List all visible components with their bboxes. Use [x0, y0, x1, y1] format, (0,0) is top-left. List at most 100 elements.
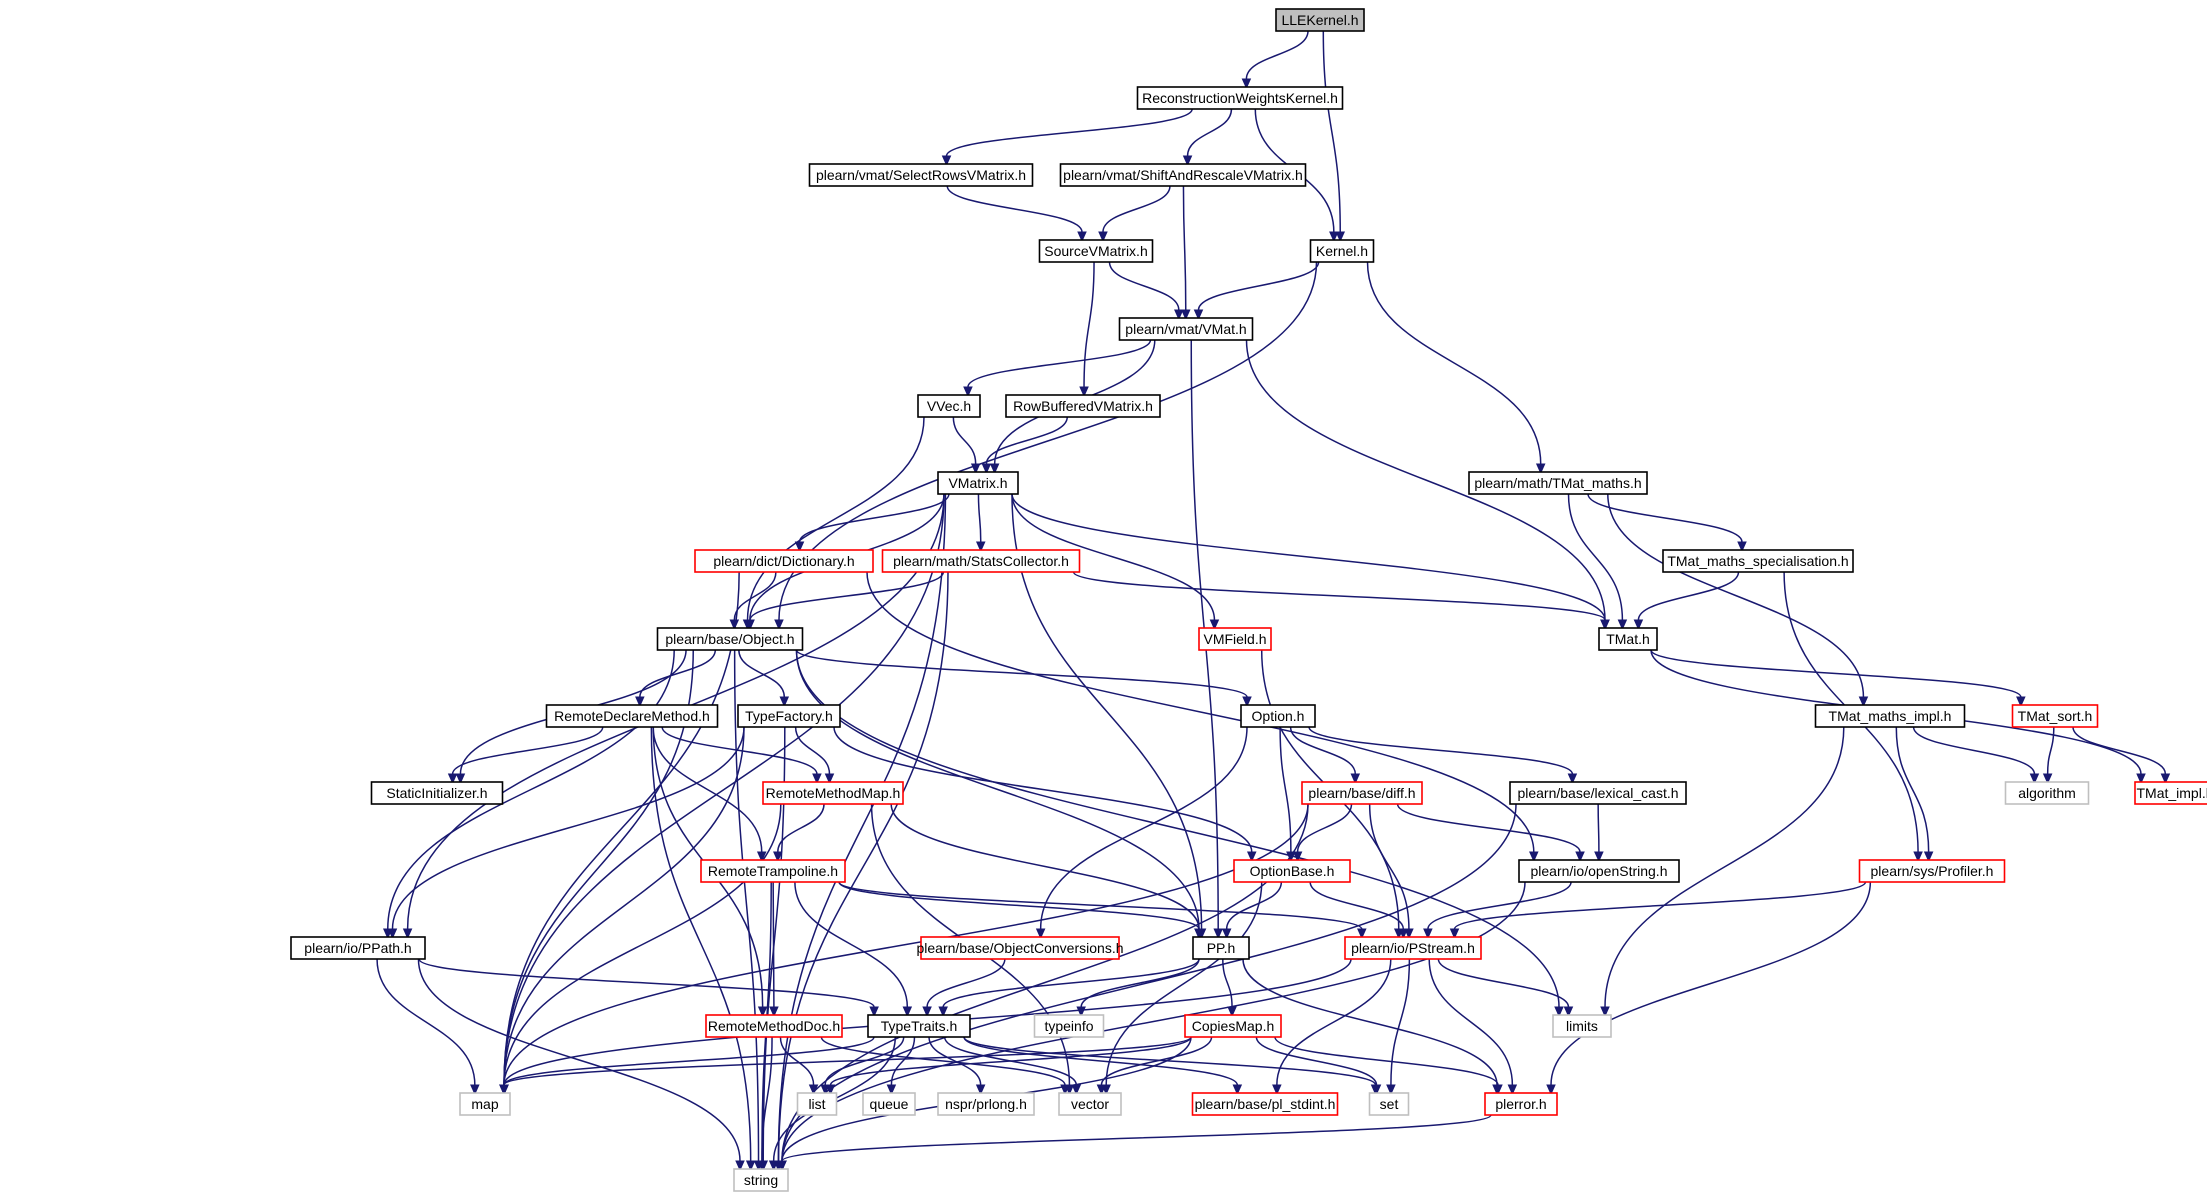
node-box: [1240, 704, 1316, 728]
dependency-edge: [779, 1036, 819, 1096]
node-prlong: nspr/prlong.h: [937, 1092, 1035, 1116]
node-box: [705, 1014, 843, 1038]
node-rtramp[interactable]: RemoteTrampoline.h: [700, 859, 846, 883]
node-string: string: [733, 1168, 789, 1192]
dependency-arrowhead: [1350, 773, 1361, 785]
node-option[interactable]: Option.h: [1240, 704, 1316, 728]
node-rwk[interactable]: ReconstructionWeightsKernel.h: [1136, 86, 1344, 110]
node-optbase[interactable]: OptionBase.h: [1233, 859, 1351, 883]
node-tmaths[interactable]: plearn/math/TMat_maths.h: [1468, 471, 1648, 495]
node-rbvm[interactable]: RowBufferedVMatrix.h: [1005, 394, 1161, 418]
node-pp[interactable]: PP.h: [1192, 936, 1250, 960]
dependency-arrowhead: [1449, 928, 1460, 940]
node-box: [1038, 239, 1154, 263]
dependency-arrowhead: [1079, 386, 1089, 398]
dependency-edge: [838, 881, 1367, 940]
node-label: plearn/math/StatsCollector.h: [893, 553, 1069, 569]
dependency-arrowhead: [1567, 773, 1578, 785]
dependency-edge-line: [387, 649, 675, 930]
node-label: list: [808, 1096, 825, 1112]
node-copies[interactable]: CopiesMap.h: [1184, 1014, 1282, 1038]
node-box: [937, 1092, 1035, 1116]
node-profiler[interactable]: plearn/sys/Profiler.h: [1858, 859, 2006, 883]
dependency-edge: [1274, 1036, 1503, 1096]
node-label: TMat.h: [1606, 631, 1650, 647]
dependency-edge-line: [952, 416, 977, 465]
dependency-edge-line: [1366, 261, 1542, 465]
node-vmatrix[interactable]: VMatrix.h: [937, 471, 1019, 495]
node-kernel[interactable]: Kernel.h: [1309, 239, 1375, 263]
dependency-arrowhead: [757, 1160, 767, 1172]
dependency-edge-line: [928, 1036, 982, 1086]
dependency-edge-line: [1390, 958, 1411, 1086]
dependency-edge: [1308, 726, 1578, 785]
dependency-edge-line: [772, 881, 775, 1008]
node-openstr[interactable]: plearn/io/openString.h: [1518, 859, 1680, 883]
dependency-edge-line: [1242, 958, 1498, 1086]
dependency-arrowhead: [1398, 928, 1409, 940]
node-srvm[interactable]: plearn/vmat/SelectRowsVMatrix.h: [808, 163, 1034, 187]
node-label: plearn/vmat/SelectRowsVMatrix.h: [816, 167, 1026, 183]
node-tmspec[interactable]: TMat_maths_specialisation.h: [1662, 549, 1854, 573]
dependency-edge-line: [963, 1036, 1239, 1086]
node-diff[interactable]: plearn/base/diff.h: [1301, 781, 1423, 805]
node-tmat[interactable]: TMat.h: [1598, 627, 1658, 651]
dependency-edge-line: [1279, 726, 1292, 853]
node-label: CopiesMap.h: [1192, 1018, 1275, 1034]
node-vmfield[interactable]: VMField.h: [1198, 627, 1272, 651]
node-sinit[interactable]: StaticInitializer.h: [370, 781, 504, 805]
node-svm[interactable]: SourceVMatrix.h: [1038, 239, 1154, 263]
dependency-edge-line: [1396, 803, 1581, 853]
node-lle[interactable]: LLEKernel.h: [1275, 8, 1365, 32]
dependency-edge-line: [963, 1036, 1377, 1086]
node-objconv[interactable]: plearn/base/ObjectConversions.h: [916, 936, 1124, 960]
dependency-edge: [975, 493, 986, 553]
dependency-edge-line: [652, 726, 763, 853]
node-box: [694, 549, 874, 573]
dependency-arrowhead: [886, 1084, 897, 1096]
dependency-edge: [1633, 571, 1740, 631]
node-rdm[interactable]: RemoteDeclareMethod.h: [545, 704, 719, 728]
dependency-edge: [941, 108, 1193, 167]
dependency-arrowhead: [941, 155, 952, 167]
node-tfact[interactable]: TypeFactory.h: [737, 704, 841, 728]
node-dict[interactable]: plearn/dict/Dictionary.h: [694, 549, 874, 573]
dependency-edge-line: [661, 726, 818, 775]
node-pstream[interactable]: plearn/io/PStream.h: [1344, 936, 1482, 960]
dependency-edge: [1587, 493, 1747, 553]
dependency-arrowhead: [774, 619, 784, 631]
node-stdint[interactable]: plearn/base/pl_stdint.h: [1191, 1092, 1339, 1116]
node-rmdoc[interactable]: RemoteMethodDoc.h: [705, 1014, 843, 1038]
dependency-edge: [447, 726, 604, 785]
node-label: OptionBase.h: [1250, 863, 1335, 879]
node-rmm[interactable]: RemoteMethodMap.h: [762, 781, 904, 805]
dependency-arrowhead: [1913, 851, 1923, 863]
dependency-edge: [1289, 726, 1361, 785]
dependency-edge-line: [1108, 261, 1180, 311]
dependency-edge: [1386, 958, 1411, 1096]
node-label: TMat_sort.h: [2018, 708, 2093, 724]
node-ttraits[interactable]: TypeTraits.h: [867, 1014, 971, 1038]
node-tmimpl[interactable]: TMat_maths_impl.h: [1814, 704, 1966, 728]
node-map: map: [459, 1092, 511, 1116]
node-vmat[interactable]: plearn/vmat/VMat.h: [1118, 317, 1254, 341]
dependency-edge: [866, 571, 1539, 863]
node-box: [2004, 781, 2090, 805]
node-tsort[interactable]: TMat_sort.h: [2011, 704, 2099, 728]
dependency-edge-line: [1197, 261, 1320, 311]
node-timpl[interactable]: TMat_impl.h: [2134, 781, 2207, 805]
node-plerror[interactable]: plerror.h: [1484, 1092, 1558, 1116]
node-vvec[interactable]: VVec.h: [917, 394, 981, 418]
dependency-edge: [1182, 108, 1233, 167]
dependency-arrowhead: [963, 386, 973, 398]
node-ppath[interactable]: plearn/io/PPath.h: [290, 936, 426, 960]
dependency-arrowhead: [499, 1084, 509, 1096]
node-sarvm[interactable]: plearn/vmat/ShiftAndRescaleVMatrix.h: [1059, 163, 1307, 187]
node-object[interactable]: plearn/base/Object.h: [656, 627, 804, 651]
node-lexcast[interactable]: plearn/base/lexical_cast.h: [1509, 781, 1687, 805]
node-box: [1858, 859, 2006, 883]
dependency-edge-line: [945, 108, 1193, 157]
node-label: TMat_impl.h: [2136, 785, 2207, 801]
dependency-arrowhead: [635, 696, 645, 708]
node-stats[interactable]: plearn/math/StatsCollector.h: [881, 549, 1081, 573]
